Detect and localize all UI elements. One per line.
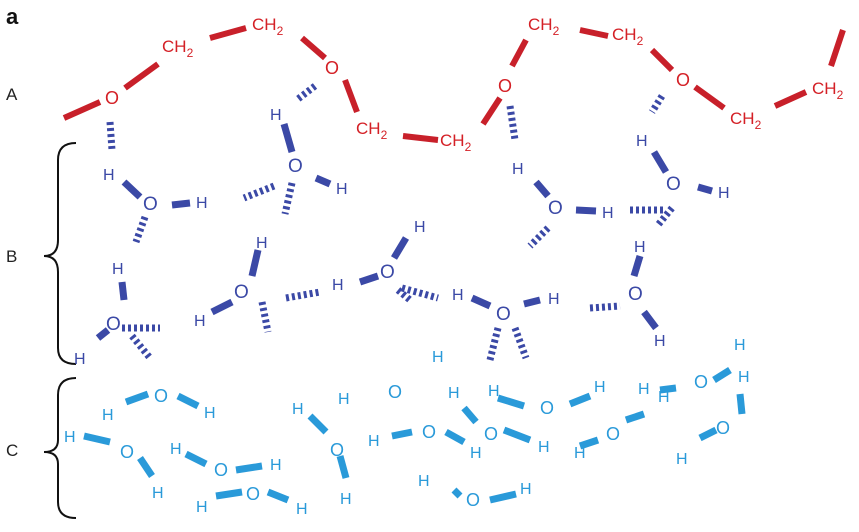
panel-label: a — [6, 4, 19, 29]
water-hydrogen: H — [512, 161, 524, 178]
methylene-group: CH2 — [528, 15, 560, 38]
water-hydrogen: H — [448, 385, 460, 402]
water-hydrogen: H — [574, 445, 586, 462]
water-hydrogen: H — [734, 337, 746, 354]
water-oxygen: O — [154, 386, 168, 406]
water-hydrogen: H — [292, 401, 304, 418]
water-hydrogen: H — [738, 369, 750, 386]
water-oxygen: O — [496, 304, 511, 325]
water-hydrogen: H — [204, 405, 216, 422]
water-oxygen: O — [120, 442, 134, 462]
water-hydrogen: H — [74, 351, 86, 368]
peo-atom-labels: O CH2 CH2 O CH2 CH2 O CH2 CH2 O CH2 CH2 — [105, 15, 844, 154]
water-oxygen: O — [540, 398, 554, 418]
ether-oxygen: O — [498, 76, 512, 96]
water-oxygen: O — [694, 372, 708, 392]
water-hydrogen: H — [368, 433, 380, 450]
free-water-atoms: H O H H O H H O H H O H H H O H O H O H … — [64, 337, 750, 518]
water-hydrogen: H — [112, 261, 124, 278]
water-hydrogen: H — [332, 277, 344, 294]
bound-water-atoms: O H H O H H O H H O H H H O H H O H H O … — [74, 107, 730, 368]
water-hydrogen: H — [594, 379, 606, 396]
water-hydrogen: H — [432, 349, 444, 366]
water-oxygen: O — [422, 422, 436, 442]
water-hydrogen: H — [634, 239, 646, 256]
water-oxygen: O — [548, 198, 563, 219]
water-oxygen: O — [466, 490, 480, 510]
methylene-group: CH2 — [162, 37, 194, 60]
water-hydrogen: H — [170, 441, 182, 458]
water-hydrogen: H — [194, 313, 206, 330]
water-oxygen: O — [388, 382, 402, 402]
water-oxygen: O — [246, 484, 260, 504]
brace-c — [43, 377, 77, 519]
water-oxygen: O — [380, 262, 395, 283]
water-oxygen: O — [106, 314, 121, 335]
water-hydrogen: H — [270, 107, 282, 124]
water-hydrogen: H — [452, 287, 464, 304]
water-hydrogen: H — [658, 389, 670, 406]
water-oxygen: O — [666, 174, 681, 195]
water-hydrogen: H — [676, 451, 688, 468]
water-hydrogen: H — [638, 381, 650, 398]
water-hydrogen: H — [270, 457, 282, 474]
water-hydrogen: H — [636, 133, 648, 150]
region-label-a: A — [6, 85, 18, 104]
water-hydrogen: H — [520, 481, 532, 498]
water-oxygen: O — [716, 418, 730, 438]
water-hydrogen: H — [470, 445, 482, 462]
brace-b — [43, 142, 77, 365]
water-oxygen: O — [214, 460, 228, 480]
methylene-group: CH2 — [612, 25, 644, 48]
ether-oxygen: O — [676, 70, 690, 90]
methylene-group: CH2 — [252, 15, 284, 38]
methylene-group: CH2 — [356, 119, 388, 142]
methylene-group: CH2 — [730, 109, 762, 132]
water-hydrogen: H — [196, 499, 208, 516]
water-hydrogen: H — [654, 333, 666, 350]
water-hydrogen: H — [103, 167, 115, 184]
water-hydrogen: H — [296, 501, 308, 518]
ether-oxygen: O — [105, 88, 119, 108]
methylene-group: CH2 — [812, 79, 844, 102]
region-label-b: B — [6, 247, 17, 266]
bound-water-bonds — [95, 83, 713, 361]
water-hydrogen: H — [340, 491, 352, 508]
water-hydrogen: H — [414, 219, 426, 236]
water-oxygen: O — [484, 424, 498, 444]
water-hydrogen: H — [64, 429, 76, 446]
water-hydrogen: H — [538, 439, 550, 456]
water-hydrogen: H — [418, 473, 430, 490]
water-hydrogen: H — [336, 181, 348, 198]
region-label-c: C — [6, 441, 18, 460]
water-oxygen: O — [606, 424, 620, 444]
water-hydrogen: H — [602, 205, 614, 222]
water-oxygen: O — [628, 284, 643, 305]
water-oxygen: O — [330, 440, 344, 460]
water-hydrogen: H — [256, 235, 268, 252]
water-hydrogen: H — [102, 407, 114, 424]
water-oxygen: O — [288, 156, 303, 177]
methylene-group: CH2 — [440, 131, 472, 154]
water-hydrogen: H — [718, 185, 730, 202]
water-hydrogen: H — [196, 195, 208, 212]
peo-chain — [62, 25, 846, 143]
water-hydrogen: H — [488, 383, 500, 400]
ether-oxygen: O — [325, 58, 339, 78]
water-oxygen: O — [143, 194, 158, 215]
water-oxygen: O — [234, 282, 249, 303]
water-hydrogen: H — [548, 291, 560, 308]
water-hydrogen: H — [152, 485, 164, 502]
free-water-bonds — [83, 367, 746, 504]
water-hydrogen: H — [338, 391, 350, 408]
